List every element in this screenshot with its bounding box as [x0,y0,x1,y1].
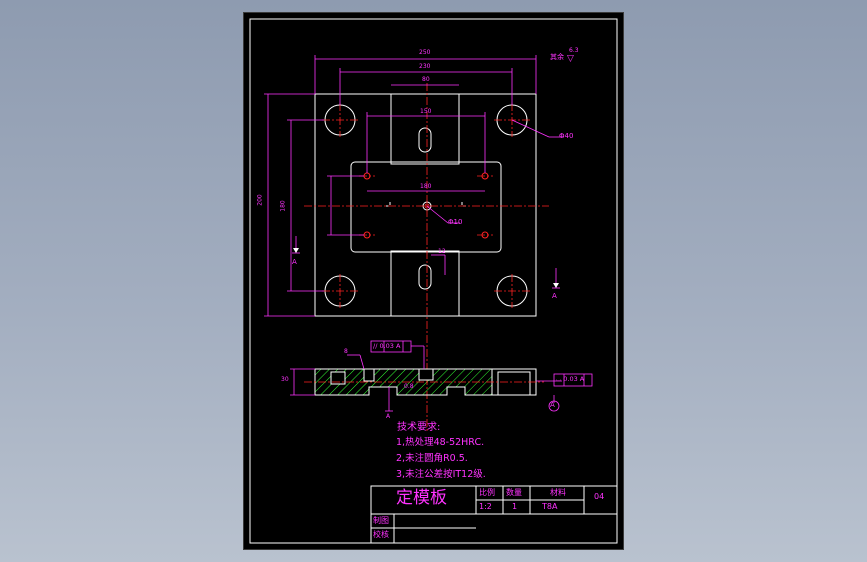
upper-slot [418,127,432,153]
tech-requirement-3: 3,未注公差按IT12级. [396,469,486,480]
dim-hole-large: Φ40 [559,132,574,140]
dim-height-left: 200 [256,194,264,206]
drawing-number: 04 [594,492,605,501]
tech-requirements-title: 技术要求: [397,422,441,433]
dim-slot-width: 80 [422,76,430,83]
material-value: T8A [542,502,558,511]
tech-requirement-1: 1,热处理48-52HRC. [396,437,485,448]
dim-inner-width: 230 [419,63,431,70]
scale-value: 1:2 [479,502,492,511]
section-dims [290,354,562,412]
part-name: 定模板 [396,488,447,508]
tolerance-parallel: // 0.03 A [373,342,401,350]
section-arrows [293,248,559,288]
dim-center-width: 150 [420,108,432,115]
tech-requirement-2: 2,未注圆角R0.5. [396,453,468,464]
section-mark-a-right: A [552,292,557,300]
lower-slot [418,264,432,290]
drawn-label: 制图 [373,516,389,525]
checked-label: 校核 [373,530,389,539]
scale-label: 比例 [479,488,495,497]
roughness-symbol-icon: ▽ [567,54,574,64]
dim-section-depth: 30 [281,376,289,383]
inner-border [249,18,618,544]
section-mark-a-left: A [292,258,297,266]
material-label: 材料 [550,488,566,497]
roughness-value: 6.3 [569,47,579,54]
dim-height-inner: 180 [279,200,287,212]
dim-small-width: 180 [420,183,432,190]
dimension-lines [264,55,564,317]
upper-slot-block [390,93,460,165]
roughness-label: 其余 [550,53,564,61]
datum-label: A [550,401,555,409]
dim-overall-width: 250 [419,49,431,56]
section-view [304,368,544,396]
tolerance-flatness: ⌴ 0.03 A [556,375,585,383]
tolerance-frames [370,340,593,387]
drawing-sheet: 其余 6.3 ▽ 250 230 80 150 180 200 180 Φ40 … [244,13,623,549]
lower-slot-block [390,250,460,317]
cad-drawing [249,18,618,544]
dim-section-small: 8 [344,348,348,355]
dim-slot: 12 [438,248,446,255]
dim-tol-small: 0.8 [404,383,414,390]
hidden-lines [386,200,466,207]
datum-mark: A [386,413,391,420]
qty-label: 数量 [506,488,522,497]
title-block [370,485,618,544]
qty-value: 1 [512,502,518,511]
dim-hole-small: Φ10 [448,218,463,226]
center-pocket [350,161,502,253]
